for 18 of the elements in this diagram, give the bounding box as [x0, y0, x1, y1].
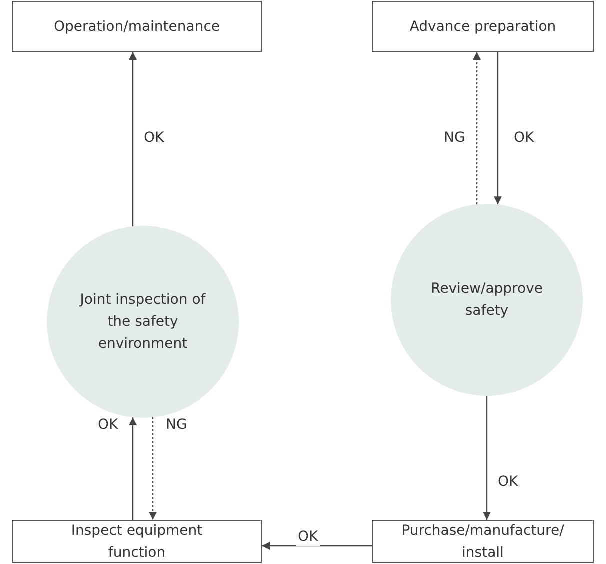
node-label: Review/approve safety	[430, 280, 544, 321]
process-box	[12, 1, 262, 52]
arrow	[129, 417, 137, 520]
process-box	[372, 1, 594, 52]
arrow	[262, 542, 372, 550]
arrow	[494, 52, 502, 205]
arrow	[129, 52, 137, 227]
process-box	[372, 520, 594, 563]
edge-label: OK	[296, 528, 320, 546]
node-label: Advance preparation	[410, 18, 556, 36]
arrow	[149, 417, 157, 520]
node-label: Purchase/manufacture/ install	[400, 522, 566, 562]
arrow	[473, 52, 481, 205]
node-label: Operation/maintenance	[54, 18, 220, 36]
node-label: Joint inspection of the safety environment	[78, 291, 207, 354]
arrow	[483, 396, 491, 520]
node-label: Inspect equipment function	[70, 522, 204, 562]
process-box	[12, 520, 262, 563]
